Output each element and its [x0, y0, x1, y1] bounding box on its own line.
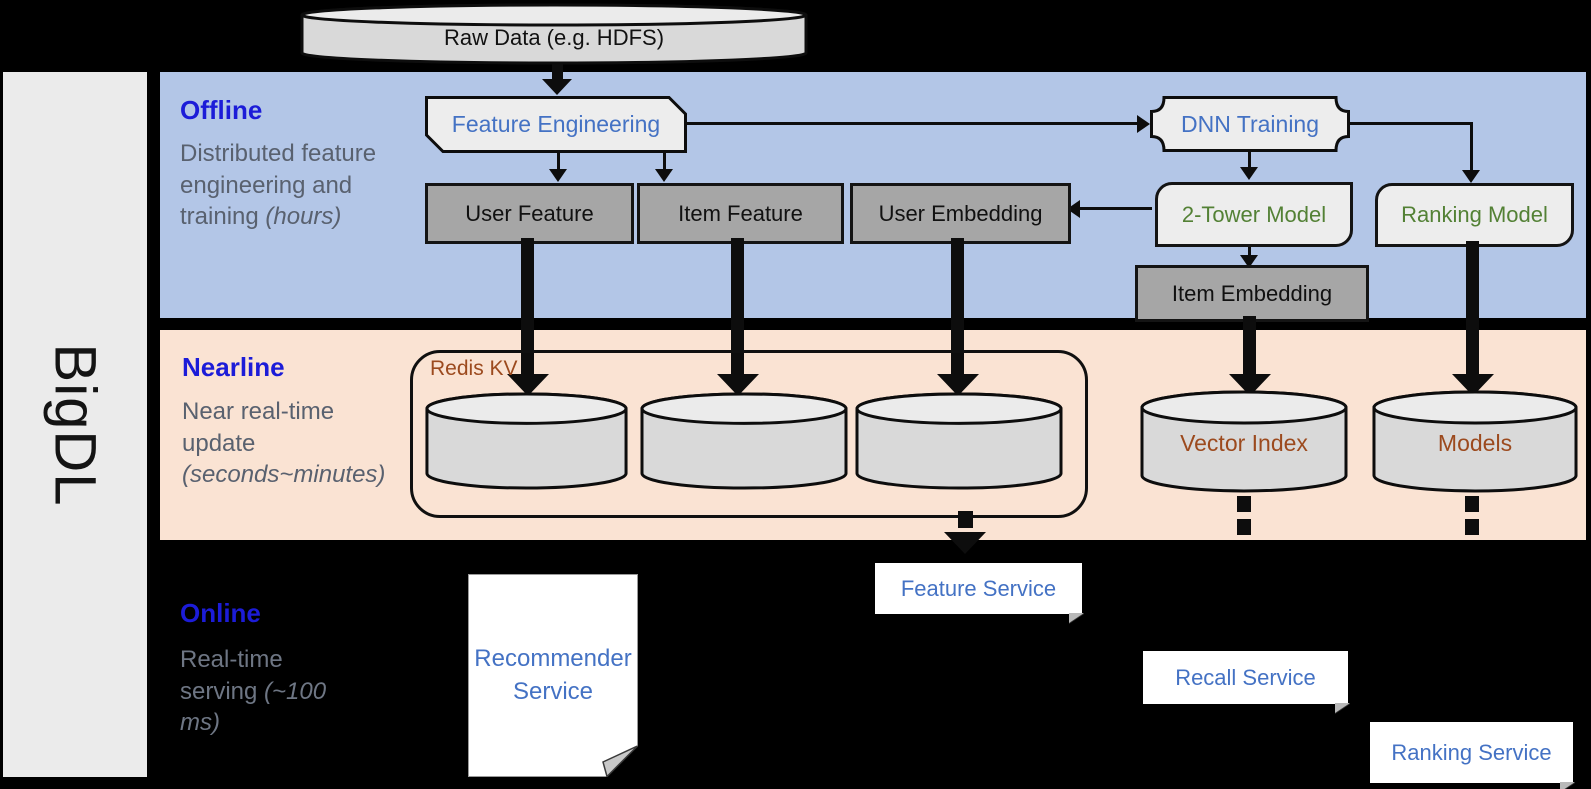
dash-vectorindex-2	[1237, 519, 1251, 535]
nearline-desc-em: (seconds~minutes)	[182, 461, 386, 489]
online-desc-text: Real-time serving	[180, 646, 283, 705]
vector-index-label: Vector Index	[1180, 430, 1308, 456]
page-fold-icon	[1069, 613, 1084, 623]
dash-models-2	[1465, 519, 1479, 535]
pipe-arrowhead-kv2	[717, 374, 759, 396]
arrow-fe-to-dnn	[687, 122, 1137, 125]
cylinder-shape	[300, 3, 808, 65]
page-fold-icon	[1335, 703, 1350, 713]
page-fold-icon	[1560, 782, 1575, 789]
dnn-training-label: DNN Training	[1180, 110, 1320, 137]
feature-engineering-box: Feature Engineering	[425, 96, 687, 153]
pipe-arrowhead-vectorindex	[1229, 374, 1271, 396]
nearline-title: Nearline	[182, 352, 285, 382]
nearline-desc-text: Near real-time update	[182, 398, 335, 457]
online-desc-em: (~100 ms)	[180, 677, 327, 737]
arrowhead-rawdata	[542, 79, 572, 95]
brand-label: BigDL	[42, 343, 108, 506]
arrow-twotower-to-itemembedding	[1248, 241, 1251, 257]
kv-shard-2	[640, 392, 848, 490]
arrow-rawdata-to-fe	[552, 63, 563, 80]
pipe-itemembedding-to-vectorindex	[1243, 316, 1256, 374]
redis-kv-label: Redis KV	[430, 357, 518, 380]
arrow-dnn-to-twotower	[1248, 152, 1251, 169]
offline-title: Offline	[180, 95, 263, 125]
offline-desc-text: Distributed feature engineering and trai…	[180, 140, 377, 231]
pipe-arrowhead-kv3	[937, 374, 979, 396]
vector-index-store: Vector Index	[1140, 390, 1348, 493]
feature-service-label: Feature Service	[900, 575, 1057, 601]
cylinder-shape	[855, 392, 1063, 490]
cylinder-shape	[425, 392, 628, 490]
item-feature-box: Item Feature	[637, 183, 844, 244]
arrowhead-itemembedding	[1240, 255, 1258, 268]
dash-models-1	[1465, 496, 1479, 512]
kv-shard-3	[855, 392, 1063, 490]
user-feature-label: User Feature	[465, 200, 594, 226]
recall-service-label: Recall Service	[1175, 664, 1316, 690]
pipe-userfeature-to-kv	[521, 238, 534, 374]
recommender-service-line1: Recommender	[474, 645, 632, 673]
raw-data-store: Raw Data (e.g. HDFS)	[300, 3, 808, 65]
recommender-service-label: Recommender Service	[468, 574, 638, 777]
ranking-model-label: Ranking Model	[1401, 202, 1548, 227]
recommender-service-doc: Recommender Service	[468, 574, 639, 778]
arrowhead-itemfeature	[655, 169, 673, 182]
feature-engineering-label: Feature Engineering	[451, 111, 661, 137]
arrow-fe-to-itemfeature	[663, 153, 666, 171]
kv-shard-1	[425, 392, 628, 490]
item-embedding-box: Item Embedding	[1135, 265, 1369, 322]
cylinder-shape	[640, 392, 848, 490]
raw-data-label: Raw Data (e.g. HDFS)	[443, 25, 665, 50]
recommender-service-line2: Service	[512, 677, 594, 705]
arrowhead-featureservice	[944, 532, 986, 554]
two-tower-model-label: 2-Tower Model	[1181, 201, 1327, 227]
plaque-shape	[1150, 96, 1350, 152]
line-dnn-down	[1470, 122, 1473, 170]
dnn-training-box: DNN Training	[1150, 96, 1350, 152]
user-embedding-box: User Embedding	[850, 183, 1071, 244]
user-embedding-label: User Embedding	[878, 200, 1043, 226]
line-dnn-right	[1350, 122, 1473, 125]
pipe-itemfeature-to-kv	[731, 238, 744, 374]
online-desc: Real-time serving (~100 ms)	[180, 644, 352, 739]
feature-service-box: Feature Service	[875, 563, 1084, 623]
cylinder-shape	[1140, 390, 1348, 493]
arrow-twotower-to-userembedding	[1078, 207, 1152, 210]
models-store: Models	[1372, 390, 1578, 493]
two-tower-model-box: 2-Tower Model	[1155, 182, 1353, 247]
recall-service-box: Recall Service	[1143, 651, 1350, 713]
cylinder-shape	[1372, 390, 1578, 493]
arrow-fe-to-userfeature	[557, 153, 560, 171]
redis-kv-container	[410, 350, 1088, 518]
user-feature-box: User Feature	[425, 183, 634, 244]
dash-kv-featureservice	[958, 511, 973, 528]
arrowhead-to-ranking-model	[1462, 170, 1480, 183]
offline-desc: Distributed feature engineering and trai…	[180, 138, 387, 233]
pipe-userembedding-to-kv	[951, 238, 964, 374]
ranking-model-box: Ranking Model	[1375, 183, 1574, 247]
arrowhead-userfeature	[549, 169, 567, 182]
pipe-rankingmodel-to-models	[1466, 241, 1479, 374]
online-title: Online	[180, 598, 261, 628]
ranking-service-label: Ranking Service	[1391, 739, 1552, 765]
item-feature-label: Item Feature	[678, 200, 803, 226]
arrowhead-twotower	[1240, 167, 1258, 180]
pipe-arrowhead-kv1	[507, 374, 549, 396]
ranking-service-box: Ranking Service	[1370, 722, 1575, 789]
pipe-arrowhead-models	[1452, 374, 1494, 396]
models-label: Models	[1437, 430, 1513, 456]
arrowhead-fe-dnn	[1137, 115, 1150, 133]
snip-shape	[425, 96, 687, 153]
sidebar-brand: BigDL	[3, 72, 147, 777]
offline-desc-em: (hours)	[265, 203, 342, 231]
nearline-desc: Near real-time update (seconds~minutes)	[182, 396, 414, 491]
document-shape	[468, 574, 639, 778]
dash-vectorindex-1	[1237, 496, 1251, 512]
item-embedding-label: Item Embedding	[1171, 280, 1333, 306]
